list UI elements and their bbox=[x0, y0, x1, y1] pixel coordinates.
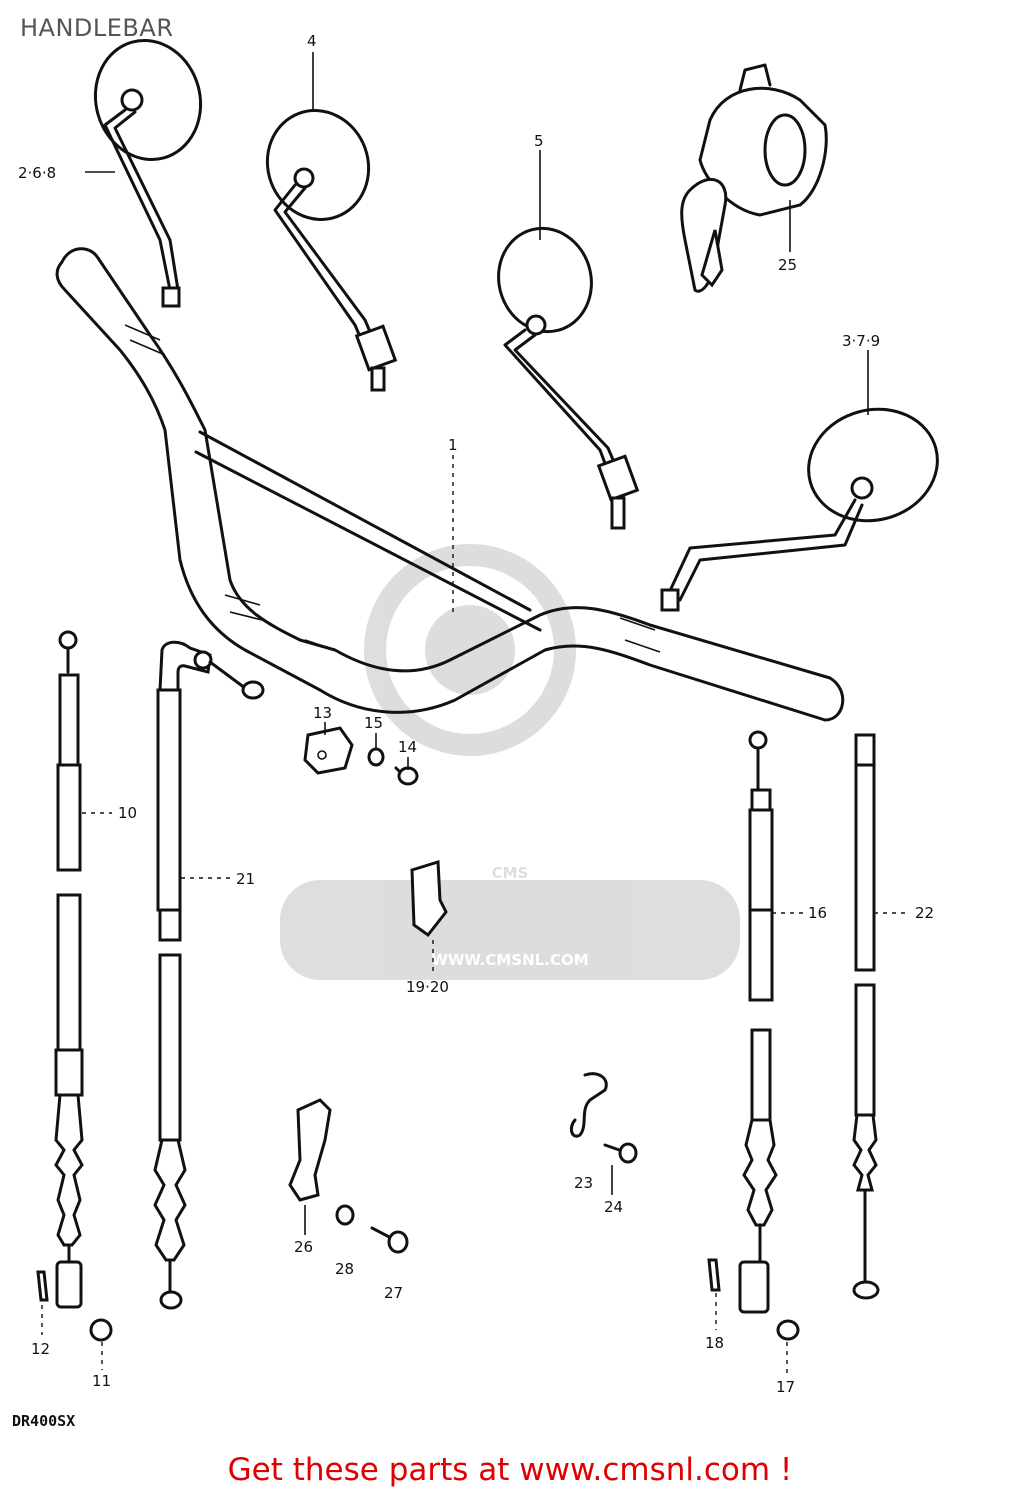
label-25: 25 bbox=[778, 256, 797, 274]
label-22: 22 bbox=[915, 904, 934, 922]
label-11: 11 bbox=[92, 1372, 111, 1390]
label-23: 23 bbox=[574, 1174, 593, 1192]
cable-21[interactable] bbox=[153, 640, 265, 1310]
screw-24[interactable] bbox=[603, 1142, 638, 1164]
model-code: DR400SX bbox=[12, 1412, 76, 1430]
footer-link[interactable]: Get these parts at www.cmsnl.com ! bbox=[227, 1452, 793, 1488]
cap-11[interactable] bbox=[89, 1318, 113, 1342]
mirror-right-outer[interactable] bbox=[660, 395, 950, 612]
bolt-27[interactable] bbox=[370, 1226, 409, 1254]
label-13: 13 bbox=[313, 704, 332, 722]
label-15: 15 bbox=[364, 714, 383, 732]
label-21: 21 bbox=[236, 870, 255, 888]
watermark-brand: CMS bbox=[492, 864, 529, 882]
label-5: 5 bbox=[534, 132, 544, 150]
label-17: 17 bbox=[776, 1378, 795, 1396]
label-18: 18 bbox=[705, 1334, 724, 1352]
label-14: 14 bbox=[398, 738, 417, 756]
clamp-13[interactable] bbox=[303, 726, 354, 775]
lever-26[interactable] bbox=[288, 1098, 332, 1202]
label-24: 24 bbox=[604, 1198, 623, 1216]
label-12: 12 bbox=[31, 1340, 50, 1358]
clip-23[interactable] bbox=[569, 1072, 608, 1138]
cap-17[interactable] bbox=[776, 1319, 800, 1341]
mirror-right-inner[interactable] bbox=[487, 218, 640, 530]
cms-watermark: CMS WWW.CMSNL.COM bbox=[280, 544, 740, 980]
clip-19-20[interactable] bbox=[410, 860, 448, 938]
ignition-switch[interactable] bbox=[680, 63, 828, 293]
bolt-14[interactable] bbox=[394, 766, 419, 786]
label-19-20: 19·20 bbox=[406, 978, 449, 996]
label-16: 16 bbox=[808, 904, 827, 922]
label-3-7-9: 3·7·9 bbox=[842, 332, 880, 350]
label-1: 1 bbox=[448, 436, 458, 454]
washer-28[interactable] bbox=[335, 1204, 355, 1226]
cable-10[interactable] bbox=[54, 630, 84, 1309]
label-10: 10 bbox=[118, 804, 137, 822]
label-28: 28 bbox=[335, 1260, 354, 1278]
label-2-6-8: 2·6·8 bbox=[18, 164, 56, 182]
pin-18[interactable] bbox=[707, 1258, 721, 1292]
mirror-left-inner[interactable] bbox=[252, 96, 398, 392]
label-4: 4 bbox=[307, 32, 317, 50]
watermark-url: WWW.CMSNL.COM bbox=[431, 951, 588, 969]
cable-22[interactable] bbox=[852, 733, 880, 1300]
label-27: 27 bbox=[384, 1284, 403, 1302]
page-title: HANDLEBAR bbox=[20, 14, 174, 42]
label-26: 26 bbox=[294, 1238, 313, 1256]
pin-12[interactable] bbox=[36, 1270, 49, 1302]
washer-15[interactable] bbox=[367, 747, 385, 767]
handlebar[interactable] bbox=[55, 247, 845, 722]
mirror-left-outer[interactable] bbox=[82, 29, 214, 308]
cable-16[interactable] bbox=[738, 730, 778, 1314]
